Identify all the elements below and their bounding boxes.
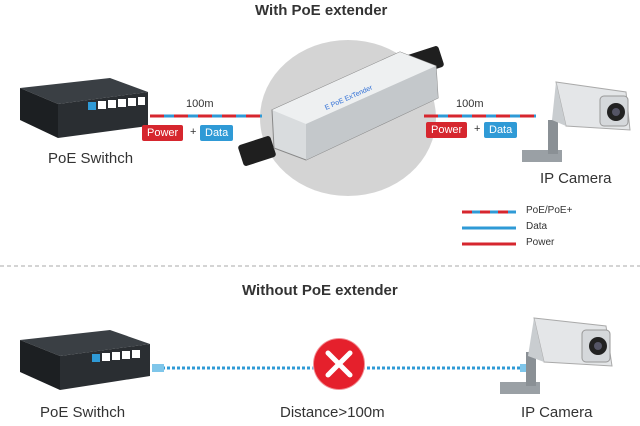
poe-extender-icon: E PoE ExTender bbox=[238, 46, 444, 166]
power-tag-right: Power bbox=[426, 122, 468, 138]
ip-camera-icon bbox=[500, 317, 613, 394]
poe-switch-icon bbox=[20, 330, 150, 390]
legend-lines bbox=[462, 210, 516, 246]
distance-label: Distance>100m bbox=[280, 404, 385, 421]
top-switch-label: PoE Swithch bbox=[48, 150, 134, 167]
legend-power: Power bbox=[526, 237, 555, 248]
error-x-icon bbox=[312, 337, 366, 391]
left-distance-label: 100m bbox=[186, 98, 214, 110]
data-tag-left: Data bbox=[200, 125, 234, 141]
top-camera-label: IP Camera bbox=[540, 170, 612, 187]
bottom-switch-label: PoE Swithch bbox=[40, 404, 126, 421]
power-tag-left: Power bbox=[142, 125, 184, 141]
poe-switch-icon bbox=[20, 78, 148, 138]
bottom-camera-label: IP Camera bbox=[521, 404, 593, 421]
plus-right: + bbox=[474, 123, 481, 135]
legend-poe: PoE/PoE+ bbox=[526, 205, 573, 216]
ip-camera-icon bbox=[522, 81, 631, 162]
right-distance-label: 100m bbox=[456, 98, 484, 110]
plus-left: + bbox=[190, 126, 197, 138]
top-section-title: With PoE extender bbox=[255, 2, 388, 19]
data-tag-right: Data bbox=[484, 122, 518, 138]
legend-data: Data bbox=[526, 221, 548, 232]
bottom-section-title: Without PoE extender bbox=[242, 282, 398, 299]
